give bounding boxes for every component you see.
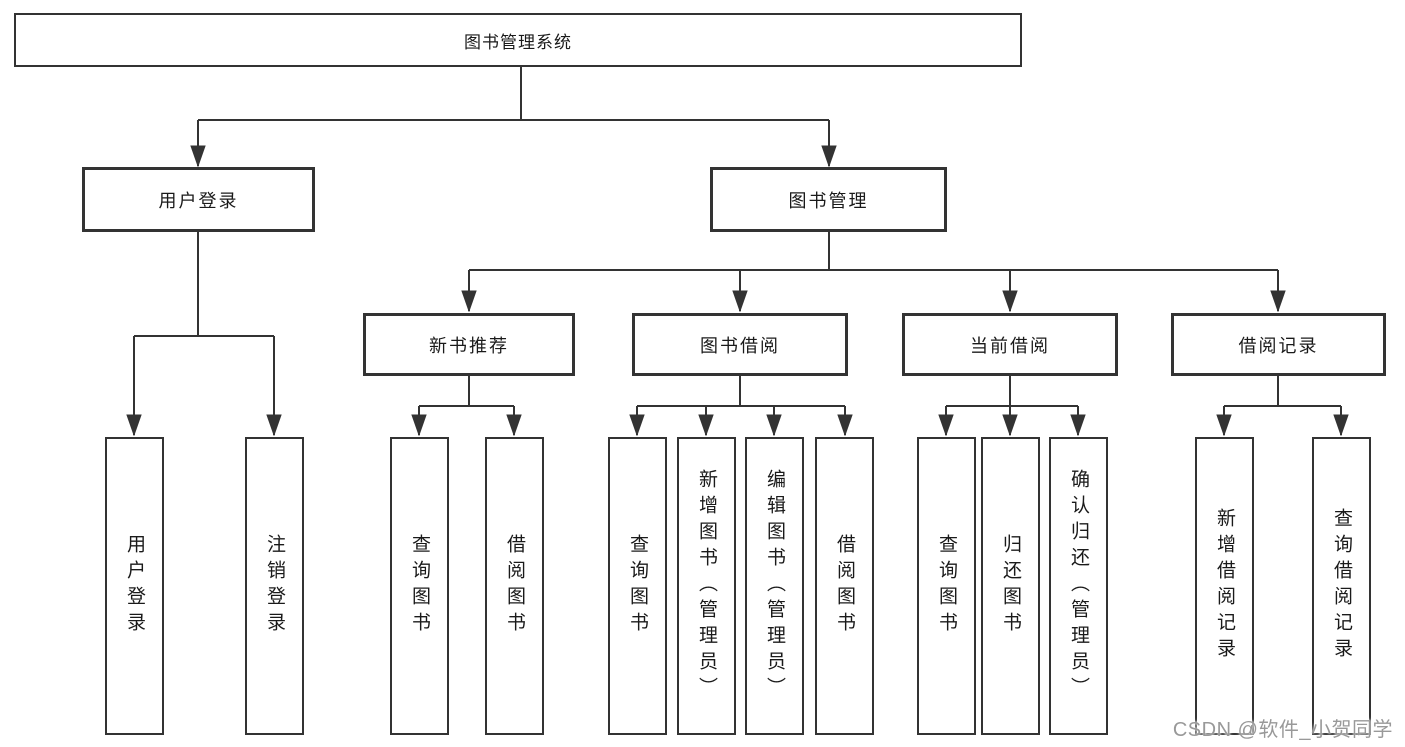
connector-user-login-split [134, 232, 274, 435]
leaf-add-book-admin: 新增图书（管理员） [677, 437, 736, 735]
connector-root-split [198, 67, 829, 166]
leaf-return-book: 归还图书 [981, 437, 1040, 735]
leaf-add-borrow-record: 新增借阅记录 [1195, 437, 1254, 735]
leaf-borrow-book-recommend: 借阅图书 [485, 437, 544, 735]
leaf-edit-book-admin: 编辑图书（管理员） [745, 437, 804, 735]
leaf-query-borrow-record: 查询借阅记录 [1312, 437, 1371, 735]
leaf-query-books-current: 查询图书 [917, 437, 976, 735]
watermark-text: CSDN @软件_小贺同学 [1172, 719, 1393, 741]
connector-borrow-records-split [1224, 376, 1341, 435]
leaf-user-login: 用户登录 [105, 437, 164, 735]
node-book-management: 图书管理 [710, 167, 947, 232]
connector-book-borrow-split [637, 376, 845, 435]
leaf-confirm-return-admin: 确认归还（管理员） [1049, 437, 1108, 735]
node-current-borrow: 当前借阅 [902, 313, 1118, 376]
node-root: 图书管理系统 [14, 13, 1022, 67]
leaf-borrow-book: 借阅图书 [815, 437, 874, 735]
leaf-query-books-borrow: 查询图书 [608, 437, 667, 735]
leaf-logout: 注销登录 [245, 437, 304, 735]
node-new-book-recommend: 新书推荐 [363, 313, 575, 376]
node-user-login: 用户登录 [82, 167, 315, 232]
node-book-borrow: 图书借阅 [632, 313, 848, 376]
leaf-query-books-recommend: 查询图书 [390, 437, 449, 735]
connector-new-book-recommend-split [419, 376, 514, 435]
connector-current-borrow-split [946, 376, 1078, 435]
node-borrow-records: 借阅记录 [1171, 313, 1386, 376]
connector-book-management-split [469, 232, 1278, 311]
